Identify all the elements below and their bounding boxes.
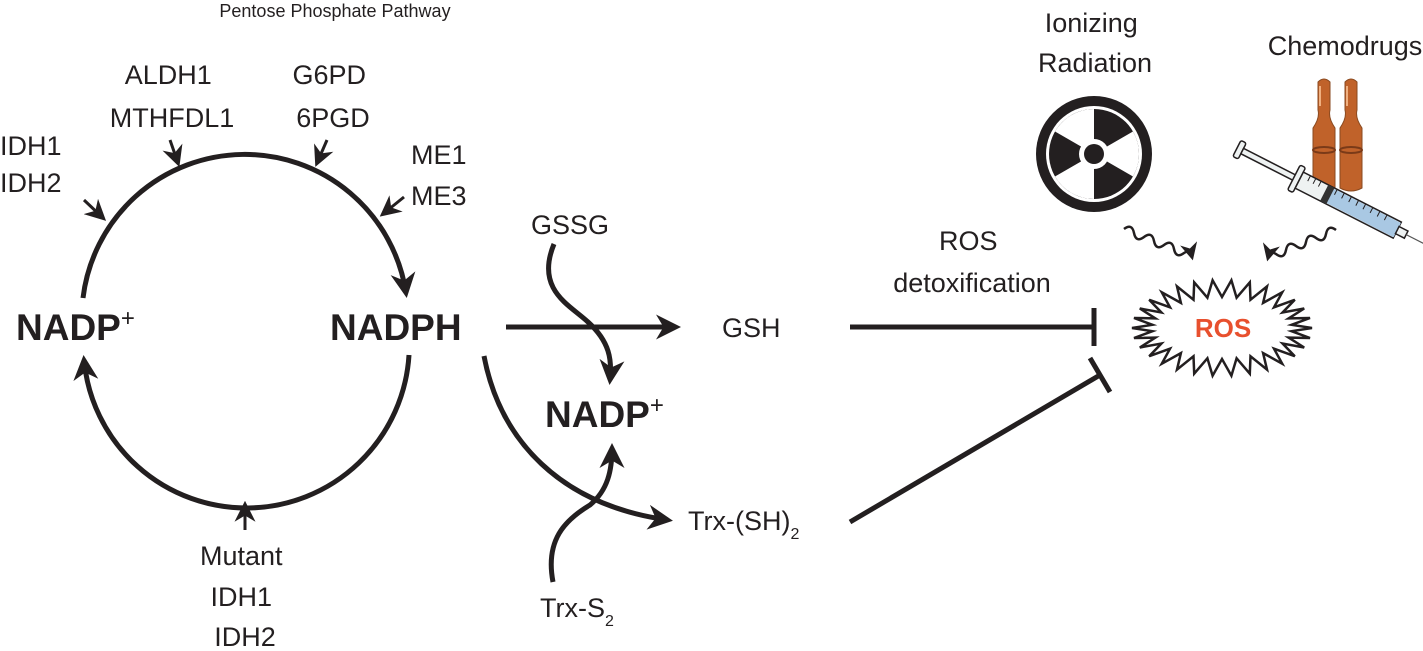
nadph-to-trx-arrow [481, 355, 673, 530]
trx-s2-to-nadp-arrow [548, 443, 625, 583]
radiation-label: Ionizing Radiation [1038, 8, 1152, 78]
nadp-plus-node: NADP+ [16, 305, 135, 348]
nadp-plus-product-superscript: + [650, 392, 664, 419]
me-label-line: ME1 [411, 140, 467, 170]
aldh-input-arrow [162, 139, 183, 167]
ros-detox-label: ROS detoxification [893, 226, 1051, 298]
nadp-plus-product-base: NADP [545, 394, 650, 435]
aldh-label-line: ALDH1 [125, 60, 212, 90]
radiation-hazard-icon [1036, 96, 1152, 212]
chemo-label: Chemodrugs [1268, 31, 1423, 61]
gssg-to-nadp-arrow [546, 243, 625, 385]
trx-s2-label: Trx-S2 [540, 593, 614, 630]
trx-inhibits-ros-line [848, 372, 1102, 525]
cycle-top-arc [80, 151, 416, 299]
mutant-idh-label-line: IDH2 [214, 622, 276, 651]
ros-detox-line: detoxification [893, 268, 1051, 298]
me-label-line: ME3 [411, 181, 467, 211]
ros-starburst [1131, 277, 1313, 379]
pathway-title: Pentose Phosphate Pathway [219, 1, 450, 21]
trx-inhibition-bar [1087, 356, 1113, 394]
nadp-plus-superscript: + [121, 305, 135, 332]
me-input-arrow [379, 195, 405, 217]
aldh-label: ALDH1 MTHFDL1 [110, 60, 235, 133]
g6pd-label: G6PD 6PGD [292, 60, 373, 133]
idh-label: IDH1 IDH2 [0, 131, 69, 198]
idh-label-line: IDH1 [0, 131, 62, 161]
radiation-label-line: Radiation [1038, 48, 1152, 78]
trx-s2-base: Trx-S [540, 593, 605, 623]
nadp-plus-base: NADP [16, 307, 121, 348]
ampoule-icon [1339, 78, 1363, 192]
syringe-icon [1232, 140, 1423, 253]
mutant-idh-label-line: Mutant [200, 541, 283, 571]
idh-label-line: IDH2 [0, 168, 62, 198]
radiation-label-line: Ionizing [1045, 8, 1138, 38]
mutant-idh-label: Mutant IDH1 IDH2 [200, 541, 290, 651]
trx-s2-subscript: 2 [605, 613, 614, 630]
aldh-label-line: MTHFDL1 [110, 103, 235, 133]
radiation-wave-arrow [1123, 225, 1198, 261]
syringe-ampoules-icon [1232, 78, 1423, 253]
ros-detox-line: ROS [939, 226, 998, 256]
g6pd-input-arrow [314, 139, 334, 167]
g6pd-label-line: G6PD [292, 60, 366, 90]
trx-sh2-base: Trx-(SH) [688, 506, 790, 536]
gssg-label: GSSG [531, 210, 609, 240]
nadp-plus-product: NADP+ [545, 392, 664, 435]
idh-input-arrow [82, 198, 107, 221]
ampoule-icon [1312, 78, 1336, 192]
trx-sh2-subscript: 2 [790, 526, 799, 543]
chemo-wave-arrow [1262, 226, 1337, 262]
nadph-node: NADPH [330, 307, 462, 348]
g6pd-label-line: 6PGD [296, 103, 370, 133]
ros-label: ROS [1195, 313, 1251, 343]
cycle-bottom-arc [73, 354, 412, 511]
gsh-label: GSH [722, 313, 781, 343]
trx-sh2-label: Trx-(SH)2 [688, 506, 799, 543]
me-label: ME1 ME3 [411, 140, 474, 211]
mutant-idh-label-line: IDH1 [210, 582, 272, 612]
